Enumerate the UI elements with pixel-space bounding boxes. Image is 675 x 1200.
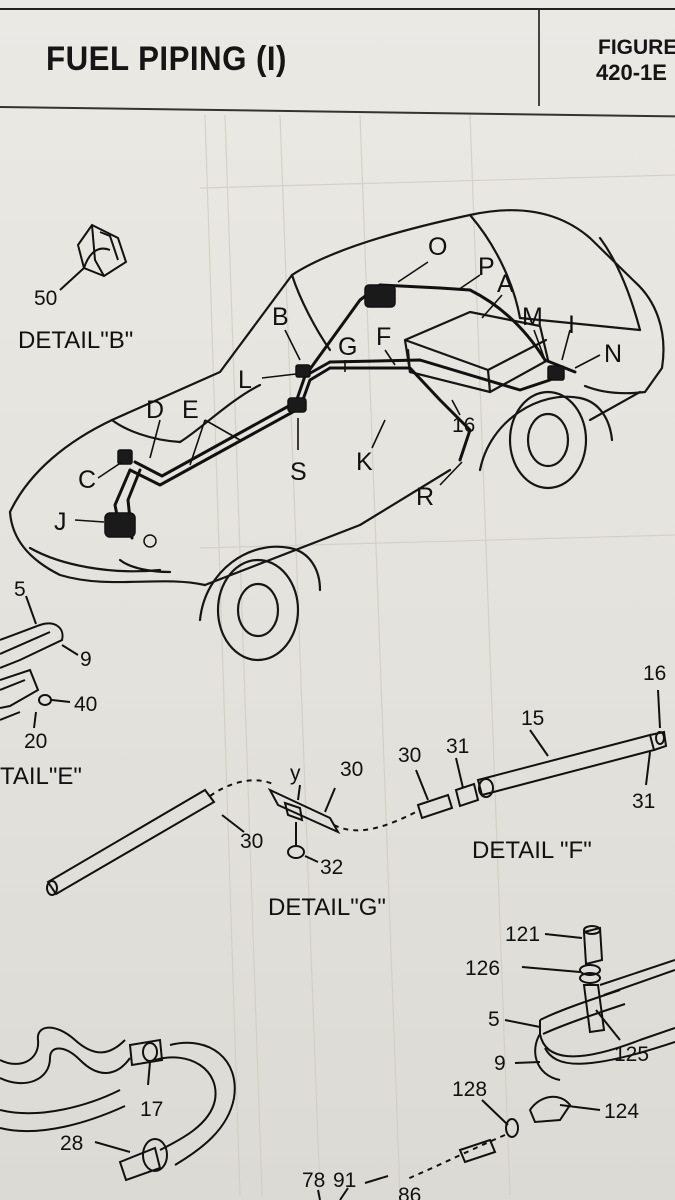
page-header: FUEL PIPING (I) FIGURE 420-1E [0, 0, 675, 118]
label-m: M [522, 303, 543, 331]
detail-b-clip [59, 223, 128, 291]
lower-left-assembly [0, 1026, 389, 1200]
label-o: O [428, 233, 447, 261]
detail-f-title: DETAIL "F" [472, 837, 592, 864]
front-wheel [216, 558, 300, 662]
label-j: J [54, 508, 67, 536]
label-a: A [497, 270, 514, 298]
detail-f-part-31-right: 31 [632, 790, 655, 813]
label-k: K [356, 448, 373, 476]
label-n: N [604, 340, 622, 368]
lower-right-part-128: 128 [452, 1078, 487, 1101]
fuel-pump [104, 512, 136, 538]
label-16-car: 16 [452, 414, 475, 437]
detail-g-part-30-bottom: 30 [240, 830, 263, 853]
lower-right-part-121: 121 [505, 923, 540, 946]
bleed-through-table [199, 114, 675, 1196]
label-p: P [478, 253, 495, 281]
label-r: R [416, 483, 434, 511]
lower-right-part-126: 126 [465, 957, 500, 980]
detail-e-assembly [0, 595, 79, 729]
detail-e-title: TAIL"E" [0, 763, 82, 790]
rear-wheel [508, 390, 588, 490]
detail-g-part-30-top: 30 [340, 758, 363, 781]
lower-left-part-91: 91 [333, 1169, 356, 1192]
label-g: G [338, 333, 357, 361]
detail-g-part-32: 32 [320, 856, 343, 879]
detail-e-part-9: 9 [80, 648, 92, 671]
header-top-rule [0, 8, 675, 10]
label-c: C [78, 466, 96, 494]
label-e: E [182, 396, 199, 424]
label-f: F [376, 323, 391, 351]
lower-left-part-17: 17 [140, 1098, 163, 1121]
header-divider [538, 10, 540, 106]
detail-e-part-5: 5 [14, 578, 26, 601]
label-s: S [290, 458, 307, 486]
label-d: D [146, 396, 164, 424]
lower-right-part-125: 125 [614, 1043, 649, 1066]
car-components [104, 284, 565, 548]
detail-g-part-y: y [290, 762, 301, 785]
detail-f-part-30: 30 [398, 744, 421, 767]
page-title: FUEL PIPING (I) [46, 40, 287, 78]
lower-left-part-86: 86 [398, 1184, 421, 1200]
lower-right-part-124: 124 [604, 1100, 639, 1123]
detail-e-part-40: 40 [74, 693, 97, 716]
detail-g-title: DETAIL"G" [268, 894, 386, 921]
label-i: I [568, 311, 575, 339]
detail-g-assembly [46, 779, 421, 896]
car-leader-lines [74, 261, 601, 523]
car-outline [8, 209, 665, 662]
detail-b-title: DETAIL"B" [18, 327, 133, 354]
label-l: L [238, 366, 252, 394]
detail-f-part-16: 16 [643, 662, 666, 685]
label-b: B [272, 303, 289, 331]
figure-number: 420-1E [596, 60, 667, 85]
detail-e-part-20: 20 [24, 730, 47, 753]
lower-left-part-28: 28 [60, 1132, 83, 1155]
detail-f-part-15: 15 [521, 707, 544, 730]
fuel-filter [364, 284, 396, 308]
lower-right-part-5: 5 [488, 1008, 500, 1031]
detail-b-part-50: 50 [34, 287, 57, 310]
lower-right-assembly [404, 925, 675, 1181]
lower-right-part-9: 9 [494, 1052, 506, 1075]
detail-f-assembly [415, 689, 668, 820]
lower-left-part-78: 78 [302, 1169, 325, 1192]
figure-label: FIGURE [598, 36, 675, 59]
detail-f-part-31-left: 31 [446, 735, 469, 758]
